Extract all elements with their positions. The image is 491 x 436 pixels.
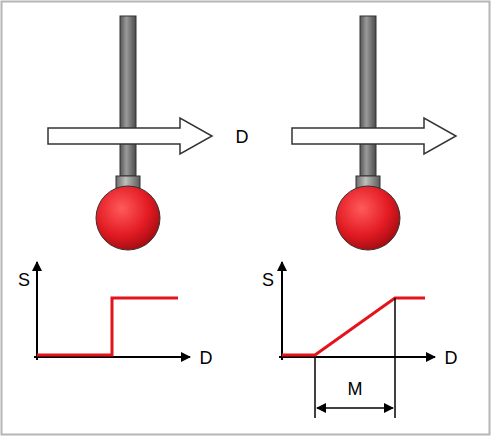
direction-arrow bbox=[292, 118, 456, 154]
axis-label: S bbox=[18, 271, 30, 289]
direction-arrow bbox=[48, 118, 212, 154]
axis-label: D bbox=[200, 349, 213, 367]
direction-label: D bbox=[236, 128, 249, 146]
axis-label: S bbox=[262, 271, 274, 289]
graph-left bbox=[34, 262, 190, 360]
dimension-label: M bbox=[348, 380, 363, 398]
dimension-line bbox=[317, 407, 393, 409]
graph-right bbox=[279, 262, 435, 418]
axis-label: D bbox=[445, 349, 458, 367]
